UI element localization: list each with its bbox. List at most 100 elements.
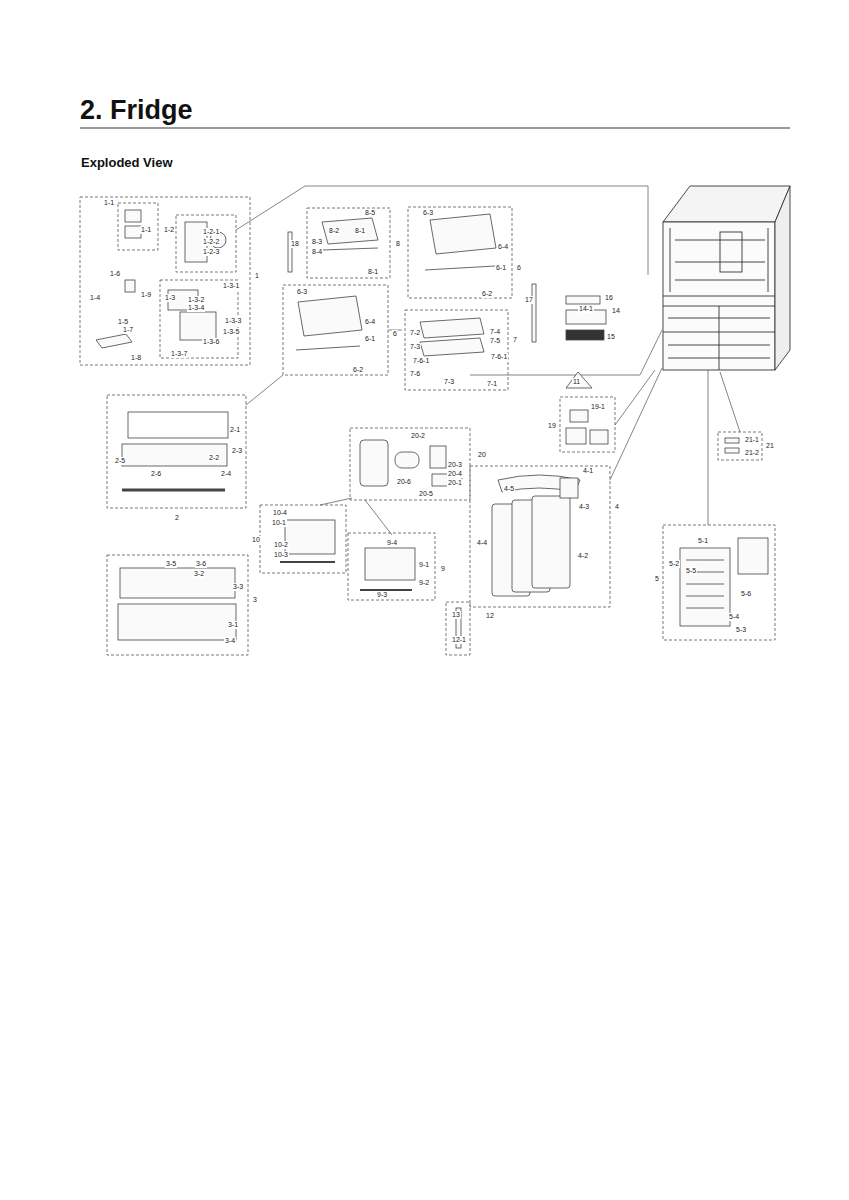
part-sketch [560, 478, 578, 498]
callout-number: 1-9 [140, 291, 152, 299]
part-sketch [680, 548, 730, 626]
group-frame [560, 397, 615, 452]
callout-number: 8-5 [364, 209, 376, 217]
part-sketch [566, 296, 600, 304]
part-sketch [430, 446, 446, 468]
callout-number: 6-3 [422, 209, 434, 217]
part-sketch [125, 226, 141, 238]
callout-number: 8 [395, 240, 401, 248]
part-sketch [96, 210, 768, 648]
callout-number: 7-3 [443, 378, 455, 386]
callout-number: 1-2-2 [202, 238, 220, 246]
part-sketch [686, 608, 724, 609]
callout-number: 6-2 [481, 290, 493, 298]
callout-number: 20-4 [447, 470, 463, 478]
callout-number: 13 [451, 611, 461, 619]
callout-number: 19-1 [590, 403, 606, 411]
callout-number: 1 [254, 272, 260, 280]
callout-number: 15 [606, 333, 616, 341]
part-sketch [738, 538, 768, 574]
callout-number: 5-1 [697, 537, 709, 545]
fridge-cabinet [663, 186, 790, 370]
callout-number: 9-3 [376, 591, 388, 599]
callout-number: 7-6-1 [490, 353, 508, 361]
group-frame [80, 197, 775, 655]
callout-number: 20-1 [447, 479, 463, 487]
part-sketch [125, 280, 135, 292]
callout-number: 6-2 [352, 366, 364, 374]
group-frame [718, 432, 762, 460]
group-frame [107, 555, 248, 655]
callout-number: 7 [512, 336, 518, 344]
fridge-cabinet [663, 222, 775, 370]
callout-number: 14 [611, 307, 621, 315]
callout-number: 1-3-6 [202, 338, 220, 346]
link-line [720, 372, 740, 432]
part-sketch [122, 489, 225, 492]
callout-number: 3-5 [165, 560, 177, 568]
callout-number: 7-4 [489, 328, 501, 336]
callout-number: 10-2 [273, 541, 289, 549]
callout-number: 4-1 [582, 467, 594, 475]
part-sketch [180, 312, 216, 340]
part-sketch [365, 548, 415, 580]
fridge-cabinet [719, 306, 720, 370]
callout-number: 21 [765, 442, 775, 450]
callout-number: 4-3 [578, 503, 590, 511]
part-sketch [420, 338, 484, 356]
group-frame [260, 505, 346, 573]
callout-number: 1-1 [103, 199, 115, 207]
callout-number: 5 [654, 575, 660, 583]
callout-number: 1-7 [122, 326, 134, 334]
title-rule [80, 127, 790, 129]
link-line [246, 375, 283, 405]
callout-number: 1-3-1 [222, 282, 240, 290]
callout-number: 20-5 [418, 490, 434, 498]
part-sketch [128, 412, 228, 438]
callout-number: 1-3-4 [187, 304, 205, 312]
part-sketch [288, 232, 292, 272]
callout-number: 9-4 [386, 539, 398, 547]
callout-number: 10-3 [273, 551, 289, 559]
callout-number: 3-1 [227, 621, 239, 629]
group-frame [283, 285, 388, 375]
callout-number: 6 [516, 264, 522, 272]
part-sketch [686, 596, 724, 597]
part-sketch [725, 448, 739, 453]
callout-number: 8-3 [311, 238, 323, 246]
link-line [610, 368, 662, 480]
callout-number: 1-3-5 [222, 328, 240, 336]
callout-number: 19 [547, 422, 557, 430]
callout-number: 8-2 [328, 227, 340, 235]
callout-number: 1-1 [140, 226, 152, 234]
link-line [236, 186, 648, 275]
callout-number: 6-3 [296, 288, 308, 296]
callout-number: 1-2-1 [202, 228, 220, 236]
callout-number: 14-1 [578, 305, 594, 313]
callout-number: 7-3 [409, 343, 421, 351]
callout-number: 7-1 [486, 380, 498, 388]
fridge-cabinet [675, 280, 765, 281]
callout-number: 1-3-2 [187, 296, 205, 304]
link-line [615, 370, 655, 425]
part-sketch [298, 296, 362, 336]
fridge-cabinet [663, 296, 775, 297]
callout-number: 1-2 [163, 226, 175, 234]
callout-number: 4-5 [503, 485, 515, 493]
callout-number: 7-6-1 [412, 357, 430, 365]
part-sketch [322, 218, 378, 244]
part-sketch [532, 496, 570, 588]
callout-number: 6-4 [364, 318, 376, 326]
callout-number: 12-1 [451, 636, 467, 644]
group-frame [408, 207, 512, 298]
part-sketch [532, 284, 536, 342]
view-heading: Exploded View [80, 155, 174, 170]
callout-number: 20-2 [410, 432, 426, 440]
part-sketch [96, 334, 132, 348]
callout-number: 3-6 [195, 560, 207, 568]
callout-number: 9-1 [418, 561, 430, 569]
callout-number: 5-2 [668, 560, 680, 568]
callout-number: 1-4 [89, 294, 101, 302]
fridge-cabinet [775, 186, 790, 370]
